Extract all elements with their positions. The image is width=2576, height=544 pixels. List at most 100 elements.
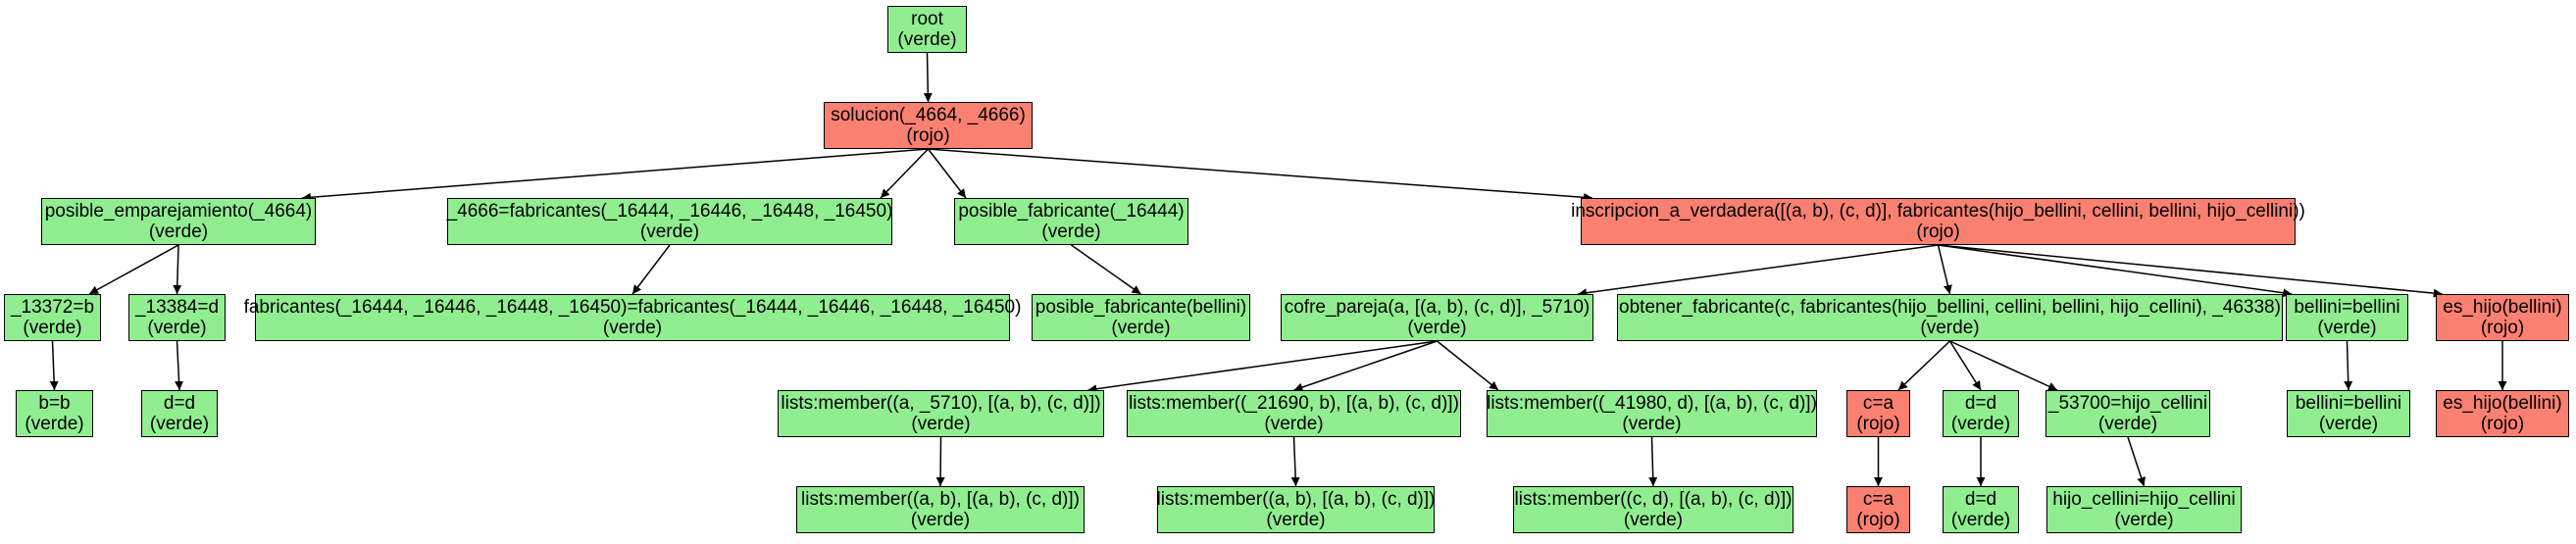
node-status: (verde) [1622, 414, 1682, 434]
node-status: (verde) [1264, 414, 1324, 434]
tree-node-n10: cofre_pareja(a, [(a, b), (c, d)], _5710)… [1281, 294, 1593, 341]
tree-node-n26: lists:member((c, d), [(a, b), (c, d)])(v… [1513, 486, 1793, 533]
tree-node-n6: _13372=b(verde) [4, 294, 101, 341]
node-label: posible_fabricante(_16444) [958, 201, 1185, 222]
node-status: (verde) [910, 510, 971, 530]
edge-n21-n29 [2127, 436, 2146, 487]
node-status: (verde) [147, 318, 207, 338]
node-status: (verde) [1407, 318, 1467, 338]
tree-node-n29: hijo_cellini=hijo_cellini(verde) [2046, 486, 2242, 533]
tree-node-n12: bellini=bellini(verde) [2286, 294, 2408, 341]
node-label: d=d [1964, 489, 1997, 510]
node-label: lists:member((c, d), [(a, b), (c, d)]) [1514, 489, 1793, 510]
edge-n3-n8 [631, 244, 671, 295]
node-label: lists:member((a, b), [(a, b), (c, d)]) [1156, 489, 1436, 510]
edge-n1-n5 [928, 148, 1593, 202]
edge-n10-n17 [1293, 340, 1438, 392]
tree-node-n19: c=a(rojo) [1846, 390, 1910, 437]
node-status: (verde) [1920, 318, 1980, 338]
tree-node-n15: d=d(verde) [141, 390, 218, 437]
node-status: (rojo) [2480, 318, 2525, 338]
node-label: obtener_fabricante(c, fabricantes(hijo_b… [1619, 297, 2281, 318]
node-label: hijo_cellini=hijo_cellini [2052, 489, 2236, 510]
edge-n0-n1 [923, 52, 933, 103]
node-label: _4666=fabricantes(_16444, _16446, _16448… [446, 201, 893, 222]
tree-node-n17: lists:member((_21690, b), [(a, b), (c, d… [1127, 390, 1461, 437]
node-label: lists:member((a, _5710), [(a, b), (c, d)… [781, 393, 1101, 414]
tree-node-n0: root(verde) [887, 6, 967, 53]
node-status: (verde) [23, 318, 82, 338]
edge-n4-n9 [1071, 244, 1141, 295]
tree-node-n20: d=d(verde) [1943, 390, 2019, 437]
node-status: (verde) [1111, 318, 1171, 338]
node-label: c=a [1862, 489, 1894, 510]
edge-n10-n18 [1437, 340, 1499, 391]
node-label: lists:member((_21690, b), [(a, b), (c, d… [1129, 393, 1459, 414]
edge-n2-n6 [88, 244, 179, 295]
tree-node-n27: c=a(rojo) [1846, 486, 1910, 533]
node-label: cofre_pareja(a, [(a, b), (c, d)], _5710) [1284, 297, 1591, 318]
edge-n11-n19 [1897, 340, 1951, 391]
node-status: (verde) [149, 414, 210, 434]
edge-n16-n24 [935, 436, 945, 487]
edge-n11-n20 [1948, 340, 1982, 391]
node-status: (verde) [2318, 414, 2379, 434]
edge-n10-n16 [1087, 340, 1438, 394]
tree-node-n23: es_hijo(bellini)(rojo) [2436, 390, 2569, 437]
node-status: (rojo) [1856, 414, 1900, 434]
edge-n2-n7 [173, 244, 182, 295]
node-status: (verde) [1950, 414, 2011, 434]
edge-n5-n11 [1937, 244, 1952, 295]
node-status: (verde) [1623, 510, 1684, 530]
node-label: root [911, 9, 943, 29]
node-label: posible_fabricante(bellini) [1035, 297, 1247, 318]
tree-node-n2: posible_emparejamiento(_4664)(verde) [41, 198, 316, 245]
edge-n1-n4 [927, 148, 967, 199]
node-label: posible_emparejamiento(_4664) [44, 201, 313, 222]
node-status: (verde) [639, 222, 700, 242]
node-label: es_hijo(bellini) [2443, 393, 2562, 414]
tree-node-n11: obtener_fabricante(c, fabricantes(hijo_b… [1617, 294, 2283, 341]
tree-node-n24: lists:member((a, b), [(a, b), (c, d)])(v… [796, 486, 1085, 533]
tree-node-n5: inscripcion_a_verdadera([(a, b), (c, d)]… [1571, 198, 2305, 245]
tree-node-n9: posible_fabricante(bellini)(verde) [1032, 294, 1250, 341]
node-status: (verde) [897, 29, 957, 50]
edge-n1-n3 [880, 148, 930, 199]
edge-n11-n21 [1949, 340, 2058, 391]
node-label: es_hijo(bellini) [2443, 297, 2562, 318]
tree-node-n25: lists:member((a, b), [(a, b), (c, d)])(v… [1156, 486, 1436, 533]
node-status: (rojo) [2480, 414, 2525, 434]
node-status: (verde) [2317, 318, 2377, 338]
node-status: (verde) [25, 414, 84, 434]
node-label: c=a [1862, 393, 1894, 414]
tree-node-n18: lists:member((_41980, d), [(a, b), (c, d… [1487, 390, 1817, 437]
node-status: (verde) [2097, 414, 2158, 434]
node-status: (rojo) [906, 125, 950, 146]
node-label: _13384=d [134, 297, 220, 318]
node-status: (verde) [911, 414, 971, 434]
edge-n18-n26 [1648, 436, 1658, 487]
node-status: (verde) [1950, 510, 2011, 530]
node-label: _53700=hijo_cellini [2047, 393, 2208, 414]
edge-n5-n12 [1938, 244, 2293, 298]
tree-node-n13: es_hijo(bellini)(rojo) [2436, 294, 2569, 341]
edge-n7-n15 [175, 340, 184, 391]
tree-node-n1: solucion(_4664, _4666)(rojo) [824, 102, 1033, 149]
edge-n5-n10 [1577, 244, 1939, 298]
node-label: fabricantes(_16444, _16446, _16448, _164… [243, 297, 1022, 318]
tree-node-n16: lists:member((a, _5710), [(a, b), (c, d)… [778, 390, 1104, 437]
node-label: d=d [163, 393, 196, 414]
tree-node-n7: _13384=d(verde) [128, 294, 226, 341]
node-status: (verde) [148, 222, 209, 242]
edge-n6-n14 [49, 340, 59, 391]
edge-n12-n22 [2344, 340, 2353, 391]
node-status: (verde) [1041, 222, 1101, 242]
node-label: bellini=bellini [2294, 297, 2400, 318]
node-label: lists:member((_41980, d), [(a, b), (c, d… [1487, 393, 1817, 414]
node-label: solucion(_4664, _4666) [831, 105, 1026, 125]
node-label: b=b [38, 393, 71, 414]
node-label: _13372=b [10, 297, 95, 318]
tree-node-n3: _4666=fabricantes(_16444, _16446, _16448… [447, 198, 892, 245]
